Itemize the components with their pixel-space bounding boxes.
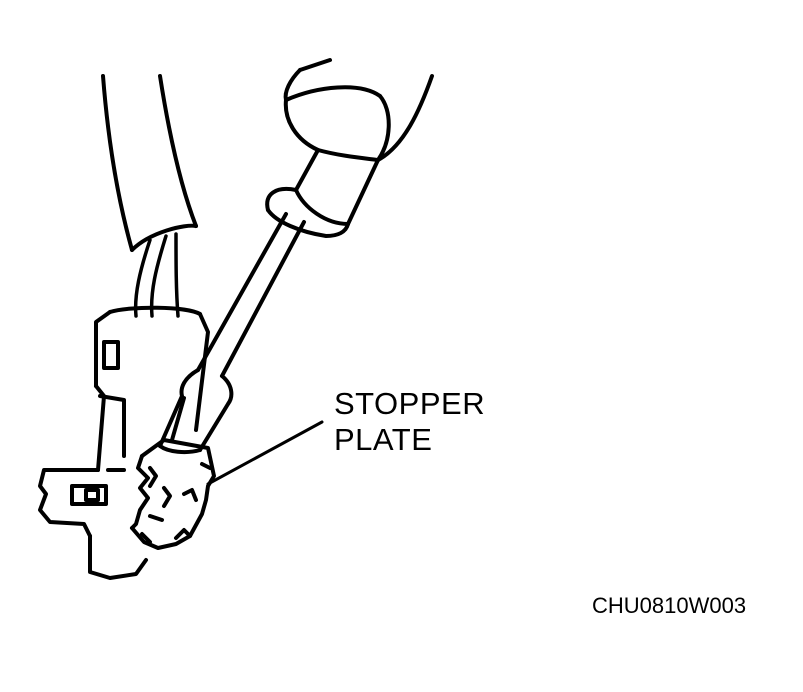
screwdriver-shaft: [158, 212, 306, 455]
column-sleeve: [101, 74, 198, 252]
stopper-plate: [130, 438, 216, 550]
connector-housing: [38, 305, 210, 580]
callout-label-plate: PLATE: [334, 422, 433, 457]
callout-label-stopper: STOPPER: [334, 386, 486, 421]
figure-code: CHU0810W003: [592, 593, 747, 618]
screwdriver-handle: [265, 58, 434, 238]
callout-leader-line: [206, 420, 324, 486]
wire-harness: [133, 232, 180, 318]
